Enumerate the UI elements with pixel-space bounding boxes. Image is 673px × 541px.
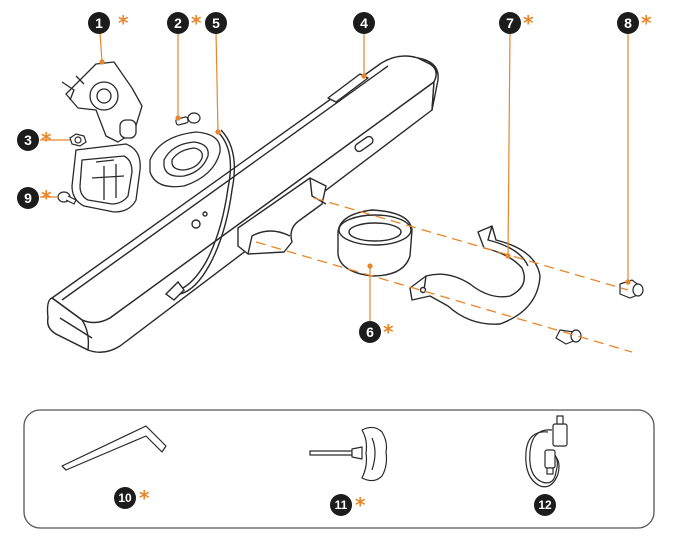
callout-5: 5 [205, 12, 227, 34]
accessories-box [23, 409, 655, 529]
oval-grommet [149, 131, 221, 188]
svg-text:*: * [523, 11, 534, 35]
nut-part-3 [69, 133, 87, 147]
svg-text:11: 11 [335, 498, 348, 512]
t-handle-driver-icon [309, 426, 388, 482]
main-bar-part [46, 55, 439, 353]
usb-cable-icon [525, 415, 568, 488]
svg-text:*: * [118, 11, 129, 35]
svg-text:3: 3 [24, 132, 32, 148]
callout-11: 11 * [330, 493, 366, 517]
svg-text:10: 10 [118, 491, 132, 505]
callout-1: 1 * [88, 11, 129, 35]
svg-text:7: 7 [506, 15, 514, 31]
svg-text:12: 12 [538, 498, 552, 512]
alignment-lines [255, 197, 633, 353]
svg-text:*: * [41, 128, 52, 152]
svg-text:5: 5 [212, 15, 220, 31]
hex-key-icon [61, 425, 167, 471]
svg-text:6: 6 [366, 324, 374, 340]
callout-7: 7 * [499, 11, 534, 35]
callout-3: 3 * [17, 128, 52, 152]
screw-part-2 [175, 112, 201, 126]
rubber-sleeve-part [337, 209, 413, 277]
svg-text:*: * [355, 493, 366, 517]
bracket-part [409, 225, 541, 325]
screw-part-8 [619, 279, 644, 299]
cable-wire [164, 129, 236, 301]
screw-lower [555, 329, 582, 345]
svg-text:8: 8 [624, 15, 632, 31]
svg-text:*: * [383, 320, 394, 344]
svg-text:*: * [641, 11, 652, 35]
svg-text:2: 2 [174, 15, 182, 31]
callout-6: 6 * [359, 320, 394, 344]
svg-text:4: 4 [360, 15, 368, 31]
svg-text:9: 9 [24, 190, 32, 206]
svg-text:*: * [191, 11, 202, 35]
bar-clamp [237, 177, 327, 255]
svg-text:*: * [41, 186, 52, 210]
callout-10: 10 * [114, 486, 150, 510]
callout-8: 8 * [617, 11, 652, 35]
svg-text:*: * [139, 486, 150, 510]
callout-4: 4 [353, 12, 375, 34]
svg-text:1: 1 [95, 15, 103, 31]
mount-assembly-part [61, 61, 143, 213]
callout-12: 12 [534, 494, 556, 516]
callout-9: 9 * [17, 186, 52, 210]
callout-2: 2 * [167, 11, 202, 35]
